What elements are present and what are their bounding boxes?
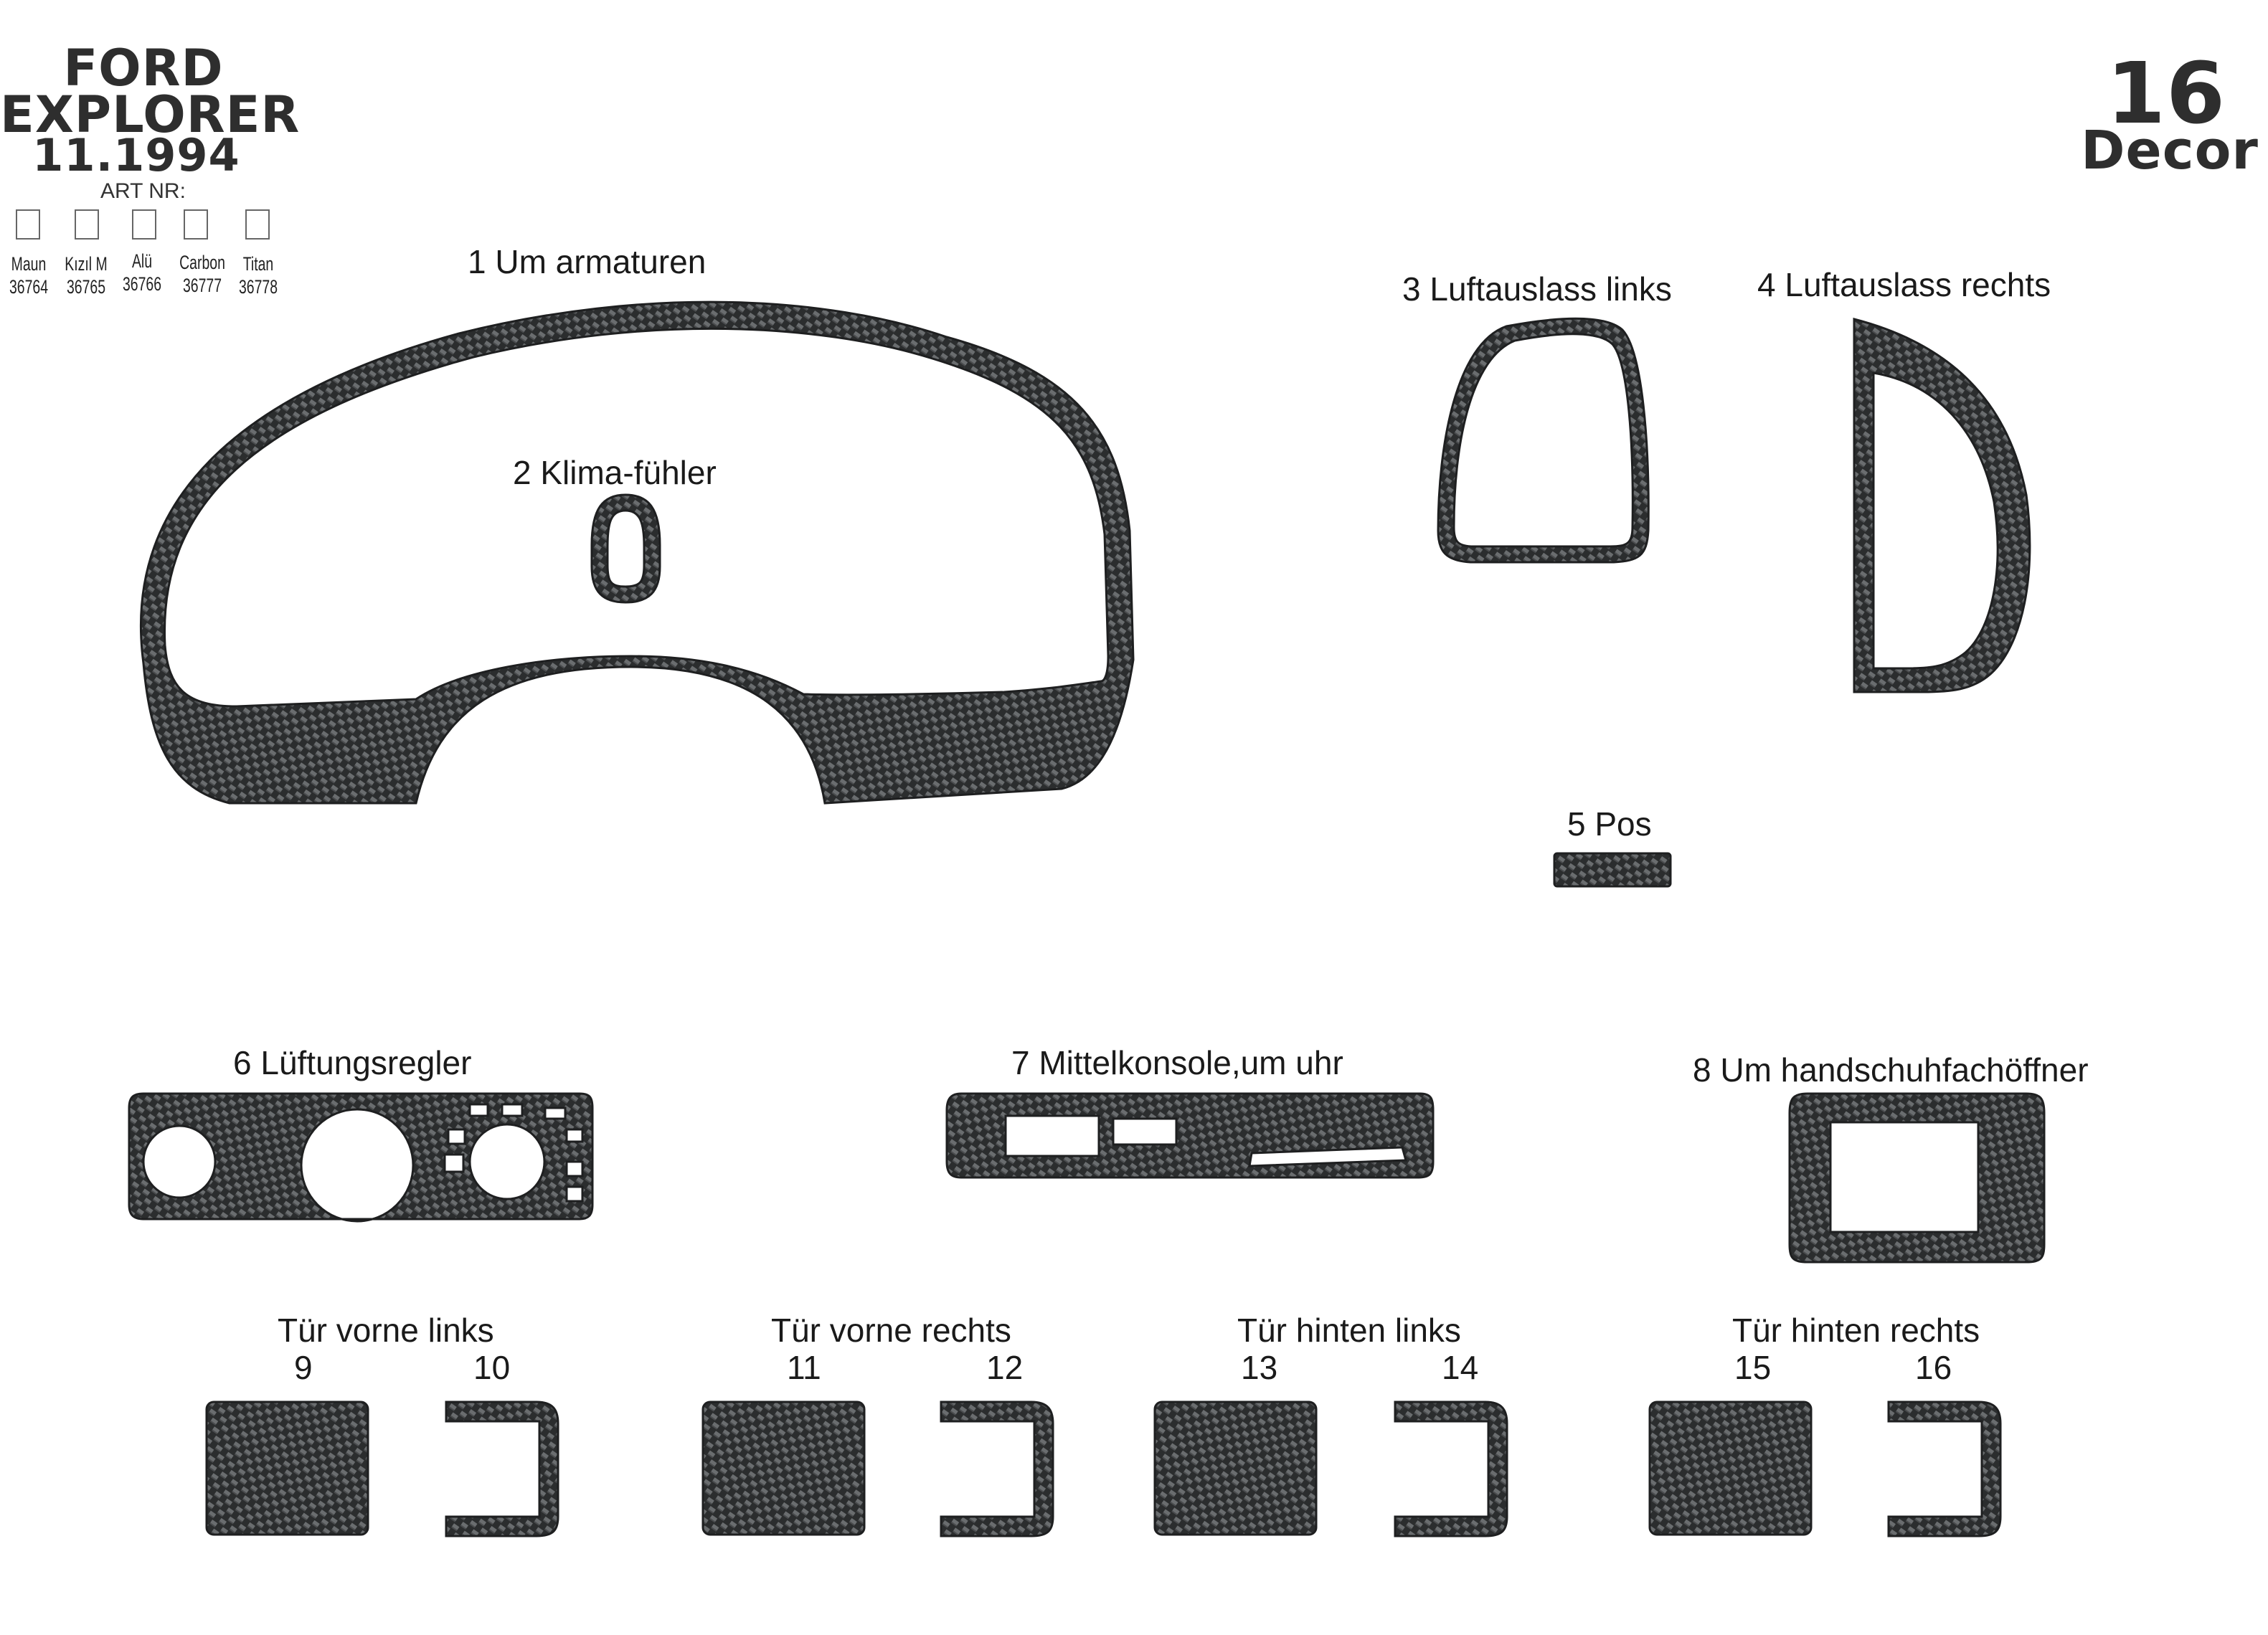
- variant-checkbox-carbon[interactable]: [184, 209, 208, 240]
- model-title: EXPLORER: [0, 85, 301, 144]
- door-num-11: 11: [787, 1349, 821, 1386]
- brand-title: FORD: [63, 39, 224, 98]
- part-3-vent-left: [1437, 317, 1650, 564]
- part-6-ventilation-controls: [128, 1092, 594, 1223]
- door-num-13: 13: [1241, 1349, 1278, 1386]
- part-9-door-panel: [205, 1401, 369, 1536]
- part-12-door-bracket: [940, 1401, 1054, 1537]
- part-8-glovebox-surround: [1788, 1092, 2046, 1264]
- part-14-door-bracket: [1394, 1401, 1508, 1537]
- door-num-10: 10: [473, 1349, 511, 1386]
- part-label-1: 1 Um armaturen: [468, 243, 707, 280]
- piece-count: 16: [2106, 44, 2226, 143]
- variant-checkbox-kizil[interactable]: [75, 209, 99, 240]
- variant-checkbox-titan[interactable]: [245, 209, 270, 240]
- door-num-12: 12: [986, 1349, 1024, 1386]
- part-label-5: 5 Pos: [1567, 805, 1652, 843]
- door-group-rear-left: Tür hinten links: [1237, 1312, 1461, 1349]
- door-num-14: 14: [1442, 1349, 1479, 1386]
- part-11-door-panel: [701, 1401, 866, 1536]
- art-nr-label: ART NR:: [100, 179, 186, 203]
- door-num-15: 15: [1734, 1349, 1772, 1386]
- part-2-climate-sensor: [590, 493, 661, 604]
- part-10-door-bracket: [445, 1401, 559, 1537]
- door-num-9: 9: [294, 1349, 313, 1386]
- part-4-vent-right: [1853, 318, 2031, 693]
- part-label-4: 4 Luftauslass rechts: [1757, 266, 2051, 303]
- door-group-rear-right: Tür hinten rechts: [1732, 1312, 1980, 1349]
- part-label-7: 7 Mittelkonsole,um uhr: [1011, 1044, 1343, 1081]
- part-13-door-panel: [1153, 1401, 1318, 1536]
- part-15-door-panel: [1648, 1401, 1813, 1536]
- part-label-2: 2 Klima-fühler: [513, 454, 717, 491]
- decor-label: Decor: [2081, 120, 2259, 181]
- part-5-pos: [1553, 852, 1672, 888]
- door-num-16: 16: [1915, 1349, 1952, 1386]
- part-1-instrument-surround: [139, 300, 1135, 805]
- variant-checkbox-alu[interactable]: [132, 209, 156, 240]
- part-label-6: 6 Lüftungsregler: [233, 1044, 472, 1081]
- part-label-3: 3 Luftauslass links: [1402, 270, 1672, 308]
- part-label-8: 8 Um handschuhfachöffner: [1693, 1051, 2089, 1089]
- part-7-center-console: [945, 1092, 1435, 1179]
- door-group-front-right: Tür vorne rechts: [771, 1312, 1011, 1349]
- part-16-door-bracket: [1887, 1401, 2002, 1537]
- door-group-front-left: Tür vorne links: [278, 1312, 494, 1349]
- date-title: 11.1994: [32, 129, 240, 181]
- variant-checkbox-maun[interactable]: [16, 209, 40, 240]
